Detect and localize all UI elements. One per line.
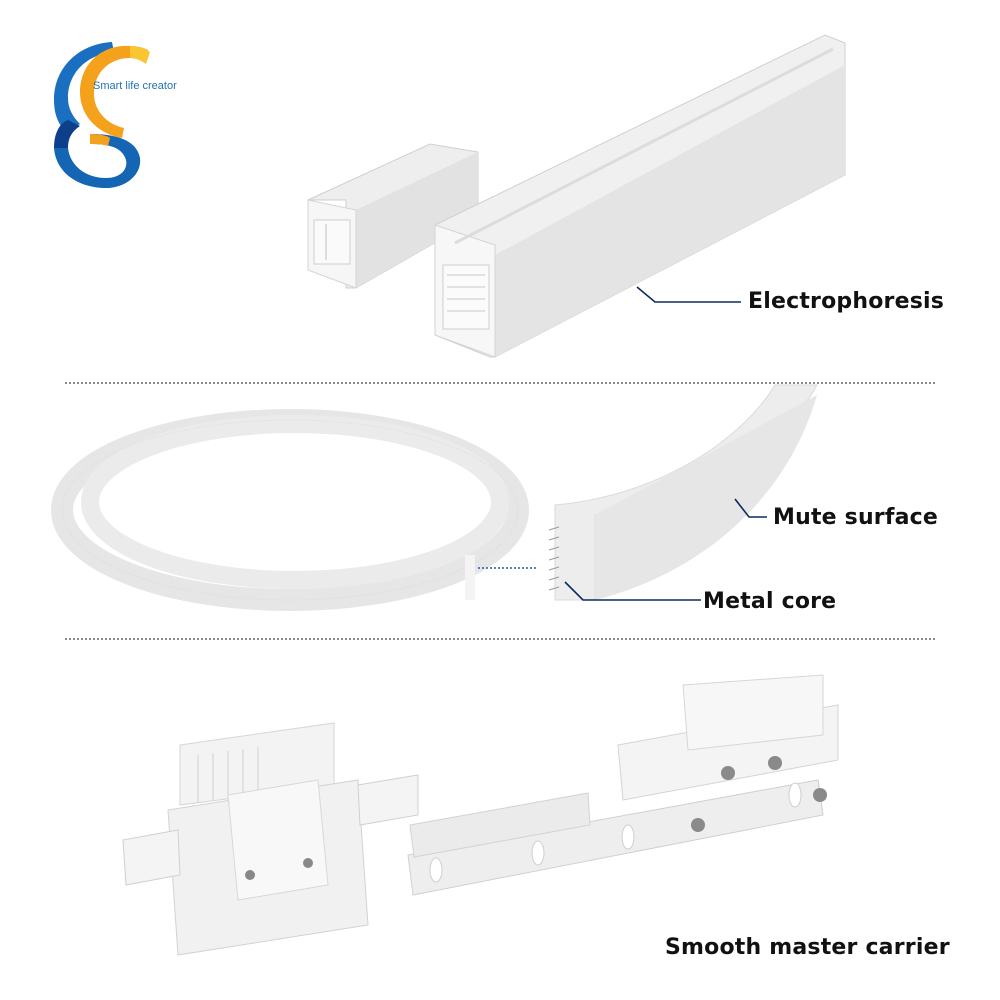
small-rail-illustration [307, 143, 479, 289]
belt-section: Mute surface Metal core [0, 384, 1000, 635]
section-divider-1 [65, 382, 935, 384]
logo-tagline: Smart life creator [93, 80, 177, 92]
section-divider-2 [65, 638, 935, 640]
belt-closeup-illustration [548, 384, 818, 601]
rail-section: Electrophoresis [0, 0, 1000, 370]
brand-logo: Smart life creator [50, 38, 190, 193]
carrier-section: Smooth master carrier [0, 645, 1000, 1000]
electrophoresis-leader-line [636, 286, 741, 303]
electrophoresis-label: Electrophoresis [748, 289, 945, 314]
metal-core-label: Metal core [703, 589, 837, 614]
metal-core-leader-line [564, 581, 701, 601]
smooth-master-carrier-label: Smooth master carrier [665, 935, 950, 960]
large-rail-illustration [434, 34, 846, 358]
master-carrier-illustration [122, 674, 839, 956]
mute-surface-label: Mute surface [773, 505, 939, 530]
logo-mark-icon [54, 42, 150, 188]
belt-dotted-connector [478, 567, 538, 569]
belt-coil-illustration [51, 409, 529, 611]
mute-surface-leader-line [734, 498, 767, 518]
